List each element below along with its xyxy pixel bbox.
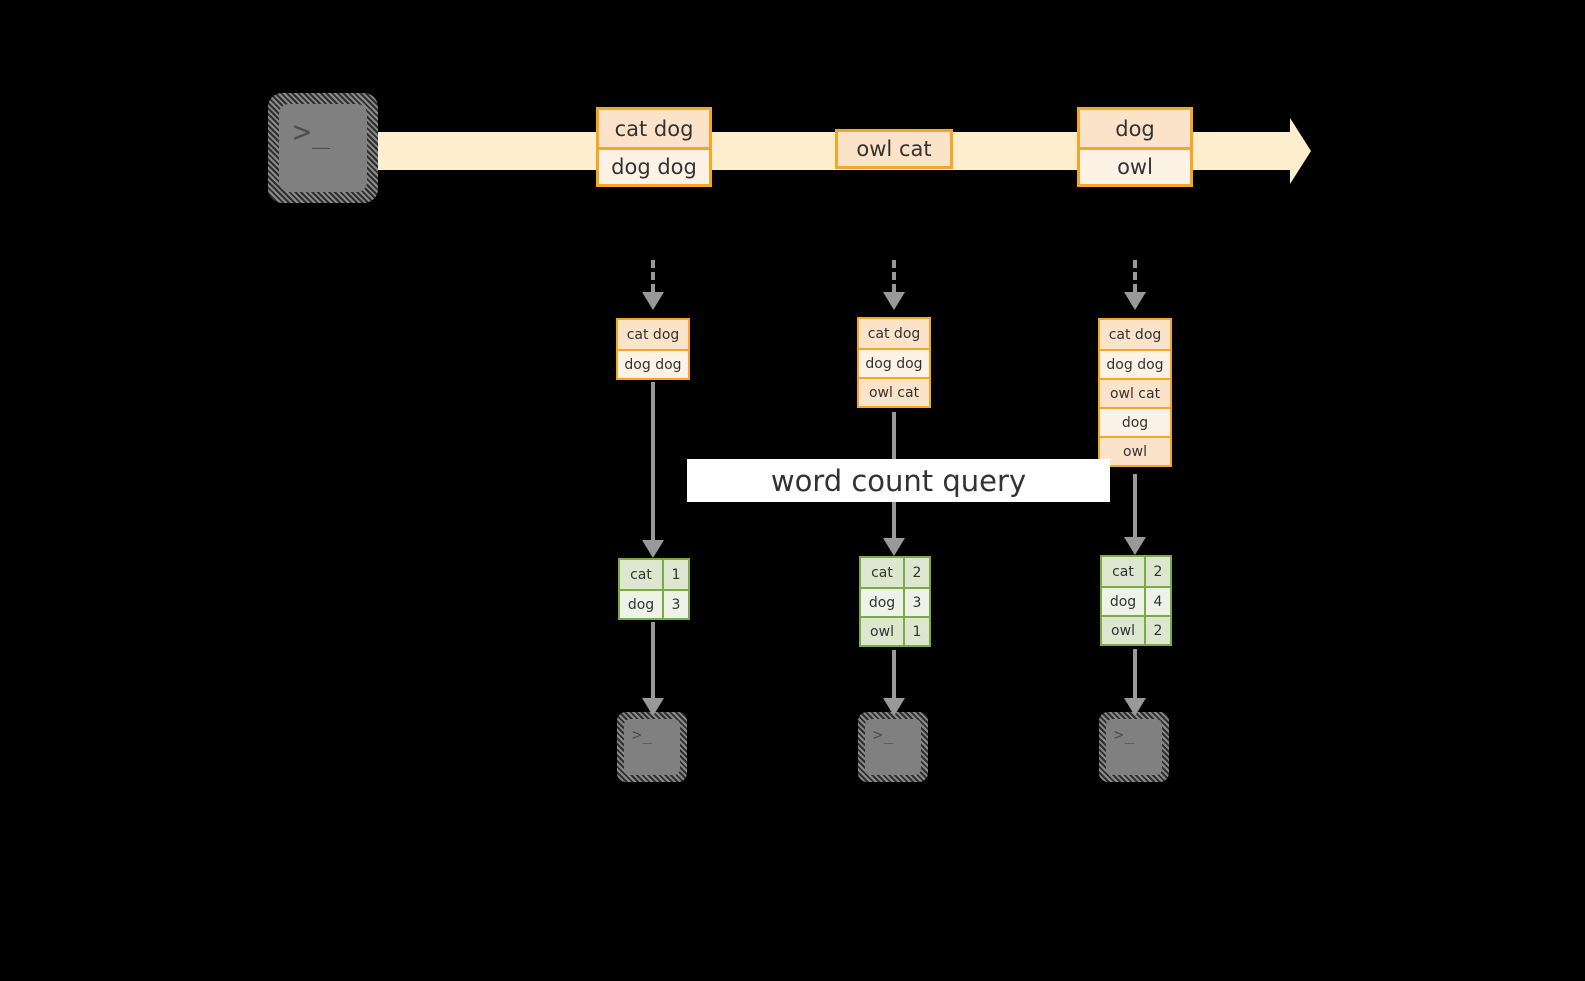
snapshot-t1: cat dog dog dog [616, 318, 690, 380]
snapshot-line: owl [1100, 436, 1170, 465]
stream-record-line: owl cat [838, 132, 950, 166]
snapshot-line: dog dog [859, 348, 929, 377]
result-count: 2 [1144, 617, 1170, 644]
result-word: dog [861, 589, 903, 616]
terminal-prompt: >_ [632, 725, 654, 744]
snapshot-feed-arrowhead-2 [883, 292, 905, 310]
snapshot-feed-dashed-1 [651, 260, 655, 292]
snapshot-line: dog dog [618, 349, 688, 378]
snapshot-line: cat dog [859, 319, 929, 348]
terminal-prompt: >_ [1114, 725, 1136, 744]
result-count: 3 [903, 589, 929, 616]
table-row: cat 1 [620, 560, 688, 589]
terminal-screen: >_ [1106, 719, 1162, 775]
stream-record-line: owl [1080, 147, 1190, 184]
query-label: word count query [687, 459, 1110, 502]
result-word: owl [1102, 617, 1144, 644]
sink-connector-1 [651, 622, 655, 704]
sink-t2: >_ [858, 712, 928, 782]
sink-connector-arrowhead-1 [642, 698, 664, 716]
result-word: owl [861, 618, 903, 645]
result-count: 3 [662, 591, 688, 618]
snapshot-t2: cat dog dog dog owl cat [857, 317, 931, 408]
snapshot-line: dog [1100, 407, 1170, 436]
snapshot-line: cat dog [1100, 320, 1170, 349]
query-connector-1 [651, 382, 655, 550]
stream-record-2: owl cat [835, 129, 953, 169]
source-terminal-icon: >_ [268, 93, 378, 203]
snapshot-feed-dashed-2 [892, 260, 896, 292]
snapshot-line: cat dog [618, 320, 688, 349]
snapshot-line: dog dog [1100, 349, 1170, 378]
sink-t3: >_ [1099, 712, 1169, 782]
snapshot-feed-arrowhead-1 [642, 292, 664, 310]
result-word: cat [620, 560, 662, 589]
result-word: cat [861, 558, 903, 587]
result-word: cat [1102, 557, 1144, 586]
stream-record-3: dog owl [1077, 107, 1193, 187]
stream-record-1: cat dog dog dog [596, 107, 712, 187]
sink-t1: >_ [617, 712, 687, 782]
stream-record-line: dog [1080, 110, 1190, 147]
table-row: owl 1 [861, 616, 929, 645]
query-connector-arrowhead-3 [1124, 537, 1146, 555]
result-word: dog [620, 591, 662, 618]
snapshot-line: owl cat [859, 377, 929, 406]
snapshot-feed-dashed-3 [1133, 260, 1137, 292]
query-connector-arrowhead-1 [642, 540, 664, 558]
table-row: cat 2 [1102, 557, 1170, 586]
query-connector-3 [1133, 474, 1137, 550]
result-count: 4 [1144, 588, 1170, 615]
terminal-screen: >_ [279, 104, 367, 192]
sink-connector-arrowhead-2 [883, 698, 905, 716]
snapshot-t3: cat dog dog dog owl cat dog owl [1098, 318, 1172, 467]
snapshot-line: owl cat [1100, 378, 1170, 407]
snapshot-feed-arrowhead-3 [1124, 292, 1146, 310]
result-word: dog [1102, 588, 1144, 615]
result-t1: cat 1 dog 3 [618, 558, 690, 620]
table-row: dog 3 [861, 587, 929, 616]
stream-record-line: cat dog [599, 110, 709, 147]
table-row: dog 3 [620, 589, 688, 618]
table-row: owl 2 [1102, 615, 1170, 644]
result-count: 2 [1144, 557, 1170, 586]
result-t3: cat 2 dog 4 owl 2 [1100, 555, 1172, 646]
result-t2: cat 2 dog 3 owl 1 [859, 556, 931, 647]
result-count: 1 [903, 618, 929, 645]
terminal-prompt: >_ [873, 725, 895, 744]
sink-connector-arrowhead-3 [1124, 698, 1146, 716]
sink-connector-2 [892, 650, 896, 704]
stream-record-line: dog dog [599, 147, 709, 184]
table-row: dog 4 [1102, 586, 1170, 615]
terminal-screen: >_ [624, 719, 680, 775]
sink-connector-3 [1133, 649, 1137, 704]
table-row: cat 2 [861, 558, 929, 587]
terminal-screen: >_ [865, 719, 921, 775]
query-connector-arrowhead-2 [883, 538, 905, 556]
terminal-prompt: >_ [293, 115, 332, 150]
result-count: 1 [662, 560, 688, 589]
result-count: 2 [903, 558, 929, 587]
